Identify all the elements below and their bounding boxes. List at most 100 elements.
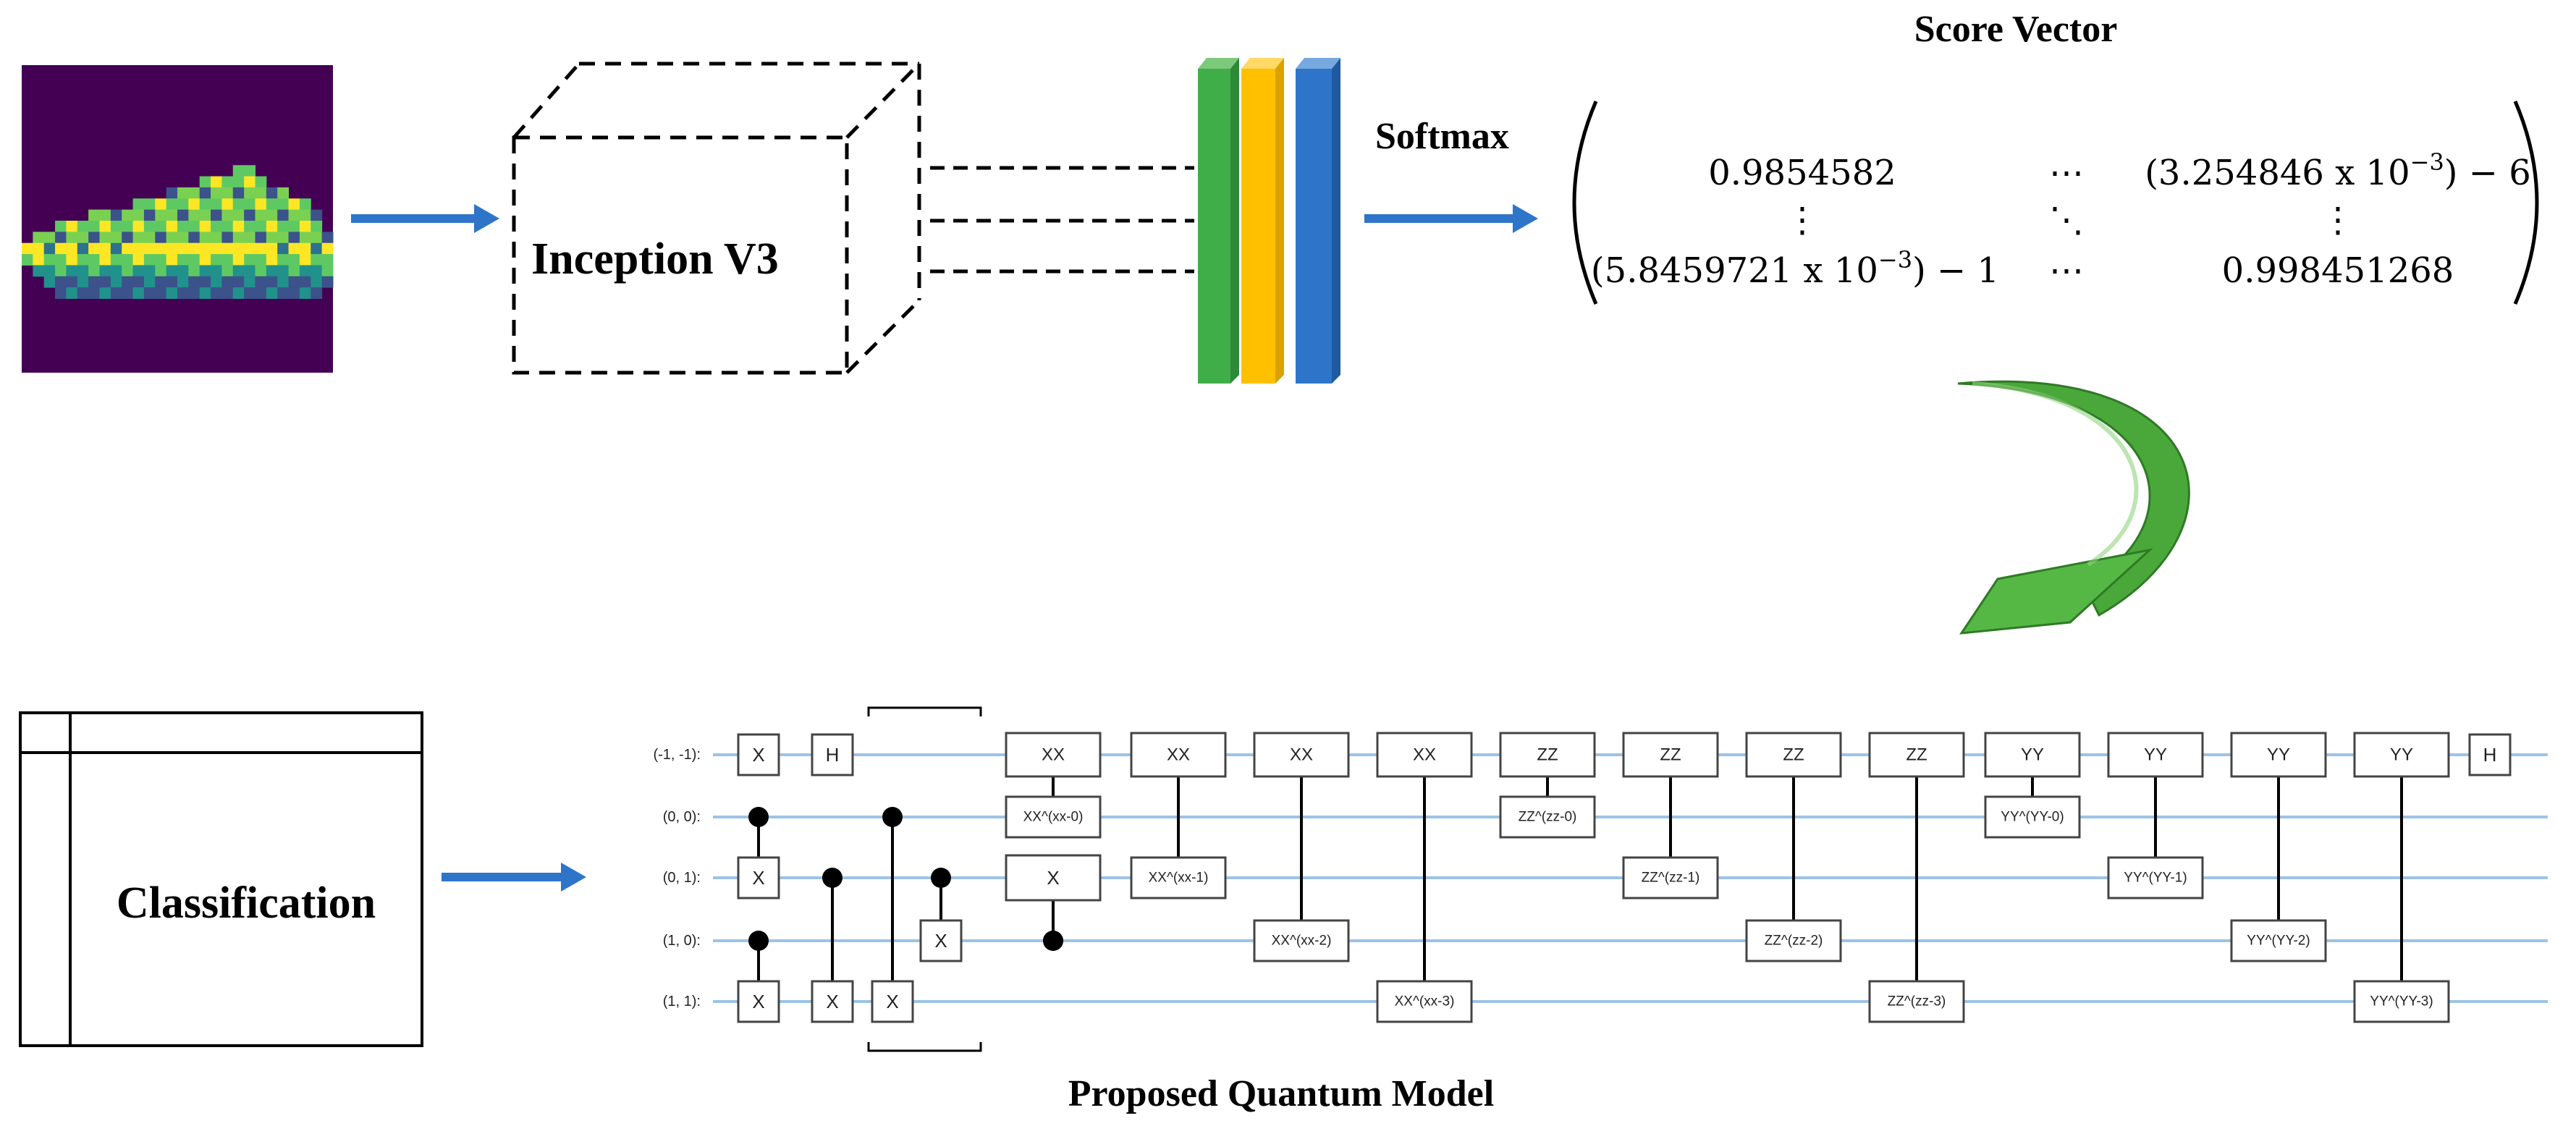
sneaker-pixel bbox=[288, 265, 300, 277]
sneaker-pixel bbox=[277, 242, 290, 255]
sneaker-pixel bbox=[77, 287, 89, 299]
sneaker-pixel bbox=[232, 165, 245, 177]
sneaker-pixel bbox=[132, 254, 145, 266]
sneaker-pixel bbox=[277, 187, 290, 199]
matrix-r1c3: (3.254846 x 10−3) − 6 bbox=[2145, 148, 2531, 193]
gate-x bbox=[737, 980, 780, 1023]
sneaker-pixel bbox=[311, 242, 323, 255]
gate-yy-0-top-text: YY bbox=[2021, 745, 2044, 765]
dashed-connectors bbox=[930, 166, 1194, 274]
sneaker-pixel bbox=[232, 232, 245, 244]
gate-x-text: X bbox=[934, 930, 947, 952]
sneaker-pixel bbox=[199, 232, 211, 244]
gate-xx-0-top bbox=[1005, 732, 1102, 778]
sneaker-pixel bbox=[143, 242, 156, 255]
sneaker-pixel bbox=[77, 254, 89, 266]
sneaker-pixel bbox=[166, 276, 178, 288]
matrix-r1c1: 0.9854582 bbox=[1708, 153, 1896, 193]
sneaker-pixel bbox=[244, 232, 256, 244]
sneaker-pixel bbox=[266, 198, 278, 211]
sneaker-pixel bbox=[166, 187, 178, 199]
sneaker-pixel bbox=[143, 254, 156, 266]
gate-zz-3-param bbox=[1868, 980, 1965, 1023]
sneaker-pixel bbox=[199, 221, 211, 232]
sneaker-pixel bbox=[221, 221, 234, 232]
sneaker-pixel bbox=[277, 209, 290, 221]
sneaker-pixel bbox=[22, 242, 33, 255]
matrix-r1c2: ⋯ bbox=[2049, 153, 2084, 193]
curved-green-arrow bbox=[1957, 380, 2190, 635]
gate-yy-2-param-text: YY^(YY-2) bbox=[2247, 934, 2310, 949]
sneaker-pixel bbox=[255, 209, 267, 221]
sneaker-pixel bbox=[232, 287, 245, 299]
sneaker-pixel bbox=[277, 221, 290, 232]
sneaker-pixel bbox=[177, 287, 189, 299]
sneaker-pixel bbox=[143, 287, 156, 299]
sneaker-pixel bbox=[132, 276, 145, 288]
sneaker-pixel bbox=[177, 221, 189, 232]
gate-zz-1-top-text: ZZ bbox=[1660, 745, 1681, 765]
sneaker-pixel bbox=[311, 276, 323, 288]
sneaker-pixel bbox=[232, 198, 245, 211]
sneaker-pixel bbox=[177, 254, 189, 266]
gate-xx-2-top-text: XX bbox=[1290, 745, 1313, 765]
qubit-label: (-1, -1): bbox=[653, 747, 701, 763]
sneaker-pixel bbox=[288, 232, 300, 244]
matrix-right-paren bbox=[2513, 101, 2539, 305]
sneaker-pixel bbox=[311, 287, 323, 299]
gate-yy-1-param bbox=[2107, 856, 2204, 899]
sneaker-pixel bbox=[77, 276, 89, 288]
sneaker-pixel bbox=[321, 254, 334, 266]
sneaker-pixel bbox=[110, 209, 122, 221]
sneaker-pixel bbox=[122, 242, 134, 255]
sneaker-pixel bbox=[232, 176, 245, 188]
gate-zz-3-top bbox=[1868, 732, 1965, 778]
qubit-label: (1, 0): bbox=[663, 933, 701, 949]
gate-yy-3-param bbox=[2353, 980, 2450, 1023]
sneaker-pixel bbox=[110, 287, 122, 299]
sneaker-pixel bbox=[43, 232, 56, 244]
sneaker-pixel bbox=[55, 221, 67, 232]
gate-h bbox=[811, 733, 854, 776]
gate-xx-3-top-text: XX bbox=[1413, 745, 1436, 765]
sneaker-pixel bbox=[199, 242, 211, 255]
sneaker-pixel bbox=[77, 242, 89, 255]
gate-xx-1-param-text: XX^(xx-1) bbox=[1149, 871, 1209, 886]
sneaker-pixel bbox=[99, 265, 111, 277]
gate-yy-2-param bbox=[2230, 919, 2327, 962]
sneaker-pixel bbox=[177, 242, 189, 255]
sneaker-pixel bbox=[288, 198, 300, 211]
gate-x bbox=[811, 980, 854, 1023]
sneaker-pixel bbox=[199, 254, 211, 266]
gate-xx-3-param-text: XX^(xx-3) bbox=[1395, 994, 1455, 1009]
sneaker-pixel bbox=[22, 254, 33, 266]
gate-xx-1-top-text: XX bbox=[1167, 745, 1190, 765]
sneaker-pixel bbox=[255, 221, 267, 232]
sneaker-pixel bbox=[288, 242, 300, 255]
sneaker-pixel bbox=[221, 232, 234, 244]
gate-yy-0-param-text: YY^(YY-0) bbox=[2001, 810, 2064, 825]
inception-label: Inception V3 bbox=[531, 234, 779, 284]
sneaker-pixel bbox=[321, 232, 334, 244]
sneaker-pixel bbox=[55, 232, 67, 244]
sneaker-pixel bbox=[132, 232, 145, 244]
sneaker-pixel bbox=[88, 265, 100, 277]
quantum-model-title: Proposed Quantum Model bbox=[1068, 1073, 1494, 1114]
sneaker-pixel bbox=[266, 221, 278, 232]
sneaker-pixel bbox=[66, 265, 78, 277]
matrix-r1c3-tail: ) − 6 bbox=[2444, 153, 2531, 193]
sneaker-pixel bbox=[199, 287, 211, 299]
sneaker-pixel bbox=[188, 209, 200, 221]
sneaker-pixel bbox=[122, 276, 134, 288]
matrix-r3c3: 0.998451268 bbox=[2222, 250, 2454, 291]
sneaker-pixel bbox=[244, 165, 256, 177]
sneaker-pixel bbox=[166, 209, 178, 221]
sneaker-pixel bbox=[221, 276, 234, 288]
sneaker-pixel bbox=[122, 254, 134, 266]
sneaker-pixel bbox=[143, 198, 156, 211]
gate-x-text: X bbox=[886, 991, 898, 1012]
sneaker-pixel bbox=[177, 187, 189, 199]
sneaker-pixel bbox=[99, 232, 111, 244]
sneaker-pixel bbox=[155, 276, 167, 288]
sneaker-pixel bbox=[66, 276, 78, 288]
